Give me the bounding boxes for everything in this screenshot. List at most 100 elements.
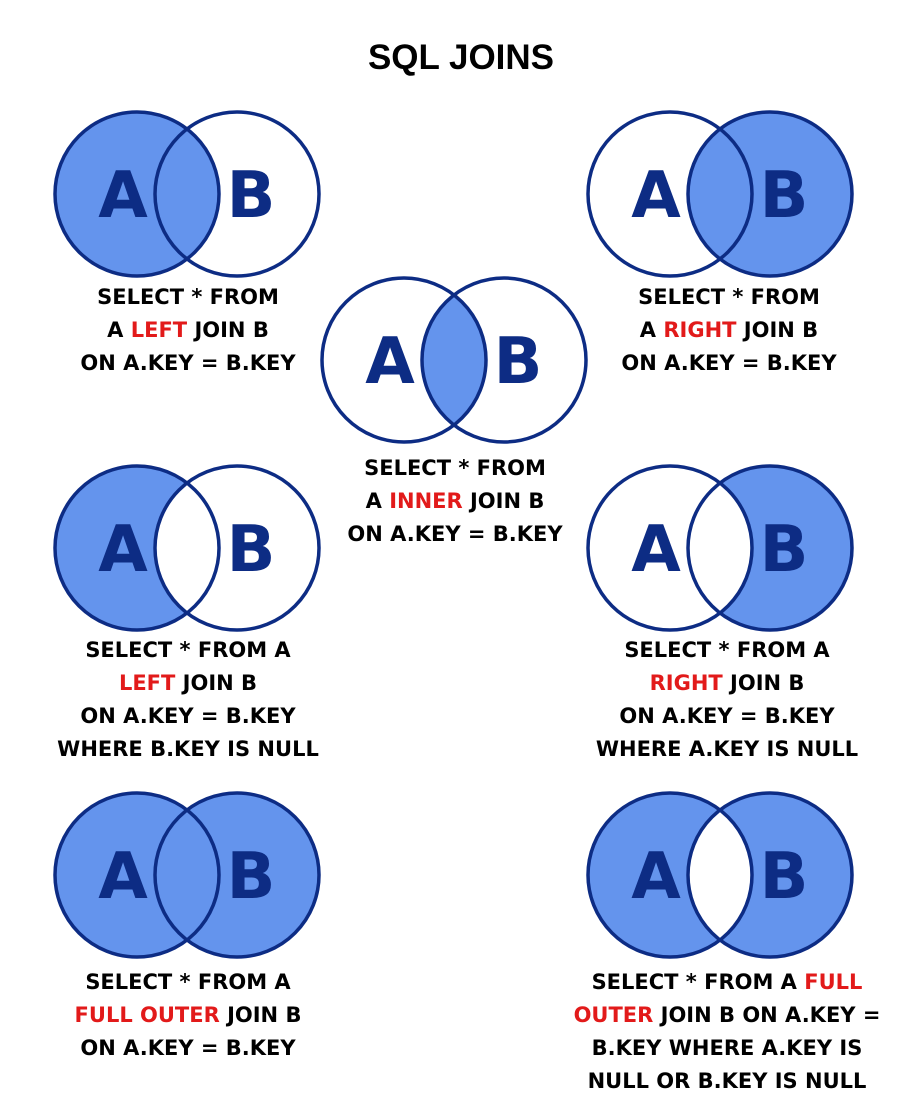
circle-a-outline xyxy=(586,791,754,959)
circle-a-outline xyxy=(320,276,488,444)
set-b-label: B xyxy=(760,513,809,587)
caption-line: SELECT * FROM xyxy=(579,281,879,314)
sql-text: ON A.KEY = B.KEY xyxy=(347,522,563,546)
circle-b-outline xyxy=(153,791,321,959)
sql-text: WHERE B.KEY IS NULL xyxy=(57,737,319,761)
set-a-label: A xyxy=(631,159,681,233)
circle-a-outline xyxy=(53,110,221,278)
caption-line: SELECT * FROM A FULL xyxy=(562,966,892,999)
caption-line: SELECT * FROM xyxy=(300,452,610,485)
set-a-label: A xyxy=(631,513,681,587)
sql-text: JOIN B ON A.KEY = xyxy=(653,1003,881,1027)
circle-b-outline xyxy=(420,276,588,444)
sql-text: B.KEY WHERE A.KEY IS xyxy=(591,1036,863,1060)
sql-text: SELECT * FROM A xyxy=(85,970,291,994)
intersection-region xyxy=(688,810,752,940)
circle-a-outline xyxy=(53,791,221,959)
caption-line: ON A.KEY = B.KEY xyxy=(33,347,343,380)
sql-text: SELECT * FROM xyxy=(638,285,820,309)
caption-line: SELECT * FROM A xyxy=(33,634,343,667)
sql-text: ON A.KEY = B.KEY xyxy=(80,1036,296,1060)
caption-inner-join: SELECT * FROM A INNER JOIN B ON A.KEY = B.… xyxy=(300,452,610,551)
circle-a-outline xyxy=(53,464,221,632)
sql-text: JOIN B xyxy=(722,671,805,695)
caption-line: FULL OUTER JOIN B xyxy=(33,999,343,1032)
sql-text: JOIN B xyxy=(462,489,545,513)
caption-line: OUTER JOIN B ON A.KEY = xyxy=(562,999,892,1032)
caption-line: ON A.KEY = B.KEY xyxy=(572,700,882,733)
sql-text: SELECT * FROM A xyxy=(591,970,805,994)
caption-line: A LEFT JOIN B xyxy=(33,314,343,347)
set-b-label: B xyxy=(760,159,809,233)
set-b-label: B xyxy=(227,513,276,587)
set-b-label: B xyxy=(227,840,276,914)
sql-text: A xyxy=(365,489,390,513)
set-b-label: B xyxy=(494,325,543,399)
caption-line: WHERE A.KEY IS NULL xyxy=(572,733,882,766)
sql-text: A xyxy=(639,318,664,342)
intersection-region xyxy=(155,483,219,613)
caption-line: ON A.KEY = B.KEY xyxy=(579,347,879,380)
circle-b-outline xyxy=(153,464,321,632)
caption-line: SELECT * FROM xyxy=(33,281,343,314)
sql-text: NULL OR B.KEY IS NULL xyxy=(587,1069,867,1093)
circle-b-outline xyxy=(686,791,854,959)
sql-text: JOIN B xyxy=(219,1003,302,1027)
set-a-label: A xyxy=(365,325,415,399)
caption-right-join: SELECT * FROM A RIGHT JOIN B ON A.KEY = B.… xyxy=(579,281,879,380)
sql-text: JOIN B xyxy=(175,671,258,695)
set-a-label: A xyxy=(98,513,148,587)
circle-b-outline xyxy=(153,110,321,278)
intersection-region xyxy=(688,129,752,259)
join-keyword: LEFT xyxy=(130,318,188,342)
join-keyword: INNER xyxy=(389,489,463,513)
sql-text: A xyxy=(107,318,131,342)
sql-text: WHERE A.KEY IS NULL xyxy=(595,737,859,761)
join-keyword: RIGHT xyxy=(663,318,737,342)
join-keyword: OUTER xyxy=(573,1003,654,1027)
join-keyword: RIGHT xyxy=(649,671,723,695)
caption-line: SELECT * FROM A xyxy=(572,634,882,667)
sql-text: ON A.KEY = B.KEY xyxy=(80,351,296,375)
sql-text: SELECT * FROM A xyxy=(624,638,830,662)
caption-line: B.KEY WHERE A.KEY IS xyxy=(562,1032,892,1065)
sql-text: JOIN B xyxy=(187,318,269,342)
circle-b-outline xyxy=(686,464,854,632)
caption-line: NULL OR B.KEY IS NULL xyxy=(562,1065,892,1098)
intersection-region xyxy=(155,129,219,259)
caption-line: LEFT JOIN B xyxy=(33,667,343,700)
caption-line: A INNER JOIN B xyxy=(300,485,610,518)
sql-text: JOIN B xyxy=(736,318,819,342)
caption-left-join: SELECT * FROM A LEFT JOIN B ON A.KEY = B.K… xyxy=(33,281,343,380)
intersection-region xyxy=(688,483,752,613)
caption-line: SELECT * FROM A xyxy=(33,966,343,999)
sql-text: SELECT * FROM xyxy=(97,285,279,309)
set-b-label: B xyxy=(760,840,809,914)
caption-line: ON A.KEY = B.KEY xyxy=(300,518,610,551)
set-a-label: A xyxy=(98,840,148,914)
circle-b-outline xyxy=(686,110,854,278)
page-title: SQL JOINS xyxy=(367,38,555,77)
intersection-region xyxy=(422,295,486,425)
sql-text: SELECT * FROM xyxy=(364,456,546,480)
caption-line: ON A.KEY = B.KEY xyxy=(33,1032,343,1065)
caption-left-only-join: SELECT * FROM A LEFT JOIN B ON A.KEY = B.K… xyxy=(33,634,343,766)
caption-line: A RIGHT JOIN B xyxy=(579,314,879,347)
sql-text: ON A.KEY = B.KEY xyxy=(80,704,296,728)
join-keyword: FULL xyxy=(804,970,863,994)
caption-line: ON A.KEY = B.KEY xyxy=(33,700,343,733)
intersection-region xyxy=(155,810,219,940)
caption-full-outer-join: SELECT * FROM A FULL OUTER JOIN B ON A.KEY… xyxy=(33,966,343,1065)
sql-text: ON A.KEY = B.KEY xyxy=(621,351,837,375)
caption-line: RIGHT JOIN B xyxy=(572,667,882,700)
circle-a-outline xyxy=(586,110,754,278)
sql-text: SELECT * FROM A xyxy=(85,638,291,662)
